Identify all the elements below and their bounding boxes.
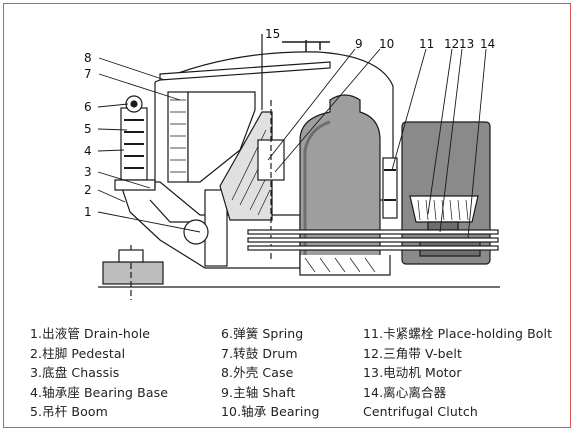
callout-6: 6 [84, 100, 92, 114]
legend-item-shaft: 9.主轴 Shaft [221, 384, 296, 400]
pedestal-base [102, 261, 164, 285]
legend-item-pedestal: 2.柱脚 Pedestal [30, 345, 126, 361]
legend-item-place-holding-bolt: 11.卡紧螺栓 Place-holding Bolt [363, 326, 553, 341]
centrifugal-clutch [409, 195, 479, 223]
legend-item-boom: 5.吊杆 Boom [30, 404, 108, 420]
legend-column-2: 6.弹簧 Spring 7.转鼓 Drum 8.外壳 Case 9.主轴 Sha… [221, 324, 320, 422]
callout-14: 14 [480, 37, 495, 51]
callout-12: 12 [444, 37, 459, 51]
callout-4: 4 [84, 144, 92, 158]
callout-15: 15 [265, 27, 280, 41]
callout-11: 11 [419, 37, 434, 51]
callout-labels: 8 7 6 5 4 3 2 1 15 9 10 11 12 13 14 [84, 27, 495, 219]
callout-3: 3 [84, 165, 92, 179]
legend-item-v-belt: 12.三角带 V-belt [363, 345, 462, 361]
place-holding-bolt [382, 157, 398, 219]
legend-item-centrifugal-clutch-en: Centrifugal Clutch [363, 404, 478, 420]
frame-border [3, 3, 571, 428]
v-belt [247, 229, 499, 251]
drum [167, 91, 189, 183]
legend-item-centrifugal-clutch-cn: 14.离心离合器 [363, 384, 447, 400]
drain-hole [183, 219, 209, 245]
legend-item-drum: 7.转鼓 Drum [221, 345, 298, 361]
leader-lines [97, 34, 487, 239]
callout-1: 1 [84, 205, 92, 219]
callout-10: 10 [379, 37, 394, 51]
legend-item-bearing: 10.轴承 Bearing [221, 404, 320, 420]
motor-tower [299, 94, 381, 273]
legend-column-1: 1.出液管 Drain-hole 2.柱脚 Pedestal 3.底盘 Chas… [30, 324, 168, 422]
motor-block [401, 121, 491, 265]
callout-8: 8 [84, 51, 92, 65]
callout-9: 9 [355, 37, 363, 51]
centrifuge-drawing [97, 34, 500, 300]
legend-item-spring: 6.弹簧 Spring [221, 326, 304, 341]
callout-7: 7 [84, 67, 92, 81]
legend-item-chassis: 3.底盘 Chassis [30, 365, 120, 381]
legend-item-bearing-base: 4.轴承座 Bearing Base [30, 384, 169, 400]
callout-2: 2 [84, 183, 92, 197]
callout-5: 5 [84, 122, 92, 136]
legend-item-case: 8.外壳 Case [221, 365, 294, 381]
legend-column-3: 11.卡紧螺栓 Place-holding Bolt 12.三角带 V-belt… [363, 324, 552, 422]
callout-13: 13 [459, 37, 474, 51]
legend-item-motor: 13.电动机 Motor [363, 365, 462, 381]
legend-item-drain-hole: 1.出液管 Drain-hole [30, 326, 151, 341]
